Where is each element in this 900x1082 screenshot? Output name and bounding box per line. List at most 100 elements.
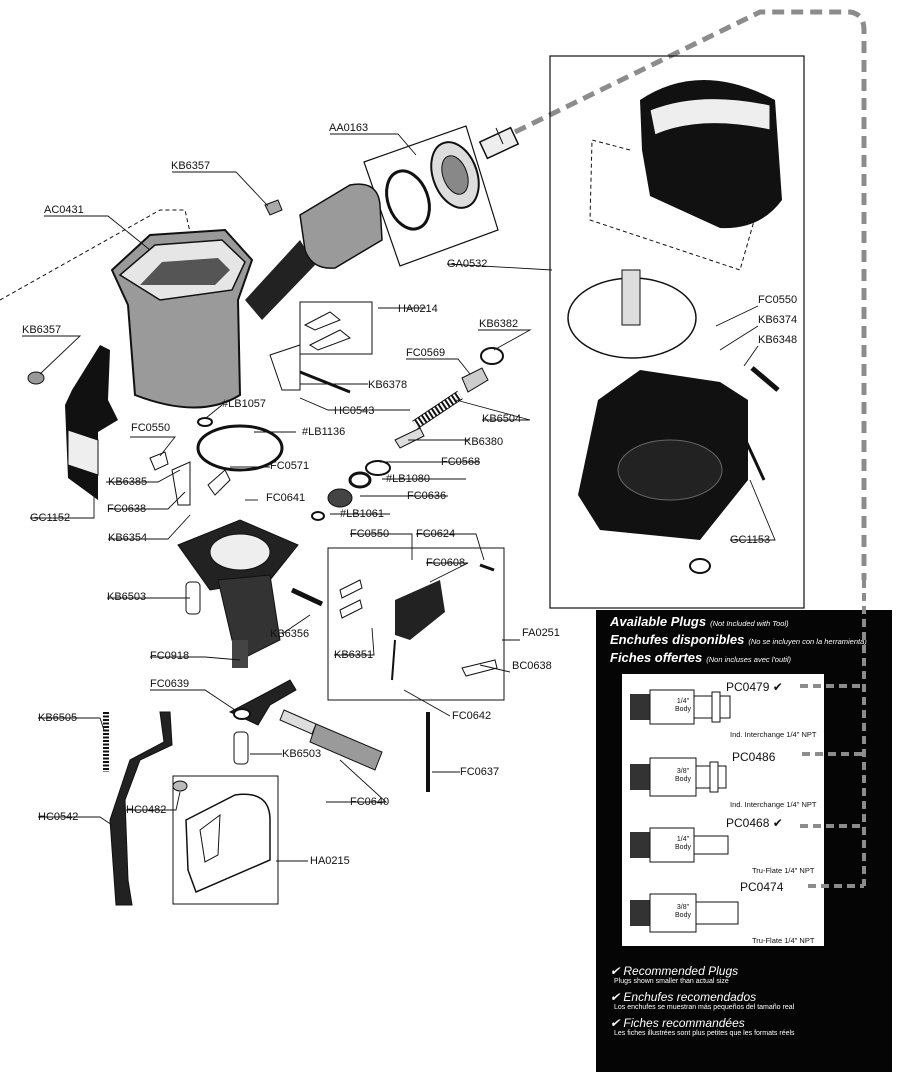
canister-cover-rim <box>649 98 771 136</box>
plug-body-size: 1/4" Body <box>675 836 691 851</box>
available-plugs-panel: Available Plugs(Not Included with Tool) … <box>596 610 892 1072</box>
plug-icon <box>630 827 729 863</box>
cap-assembly-box <box>363 125 499 267</box>
label-LB1057: #LB1057 <box>222 398 267 410</box>
valve-cap-part <box>461 367 489 393</box>
nut-part-c <box>172 780 188 792</box>
feed-piston-part <box>279 709 383 771</box>
canister-post-part <box>621 269 641 326</box>
label-HC0543: HC0543 <box>334 405 375 417</box>
magazine-small-parts <box>339 563 498 681</box>
recommended-plugs-en: ✔ Recommended Plugs <box>610 964 739 978</box>
seal-part-b <box>348 471 372 489</box>
label-FC0636: FC0636 <box>407 490 447 502</box>
trigger-kit-box <box>299 301 373 355</box>
label-FC0640: FC0640 <box>350 796 390 808</box>
screw-part-b <box>290 587 324 607</box>
label-FC0638: FC0638 <box>107 503 147 515</box>
o-ring-part <box>385 169 431 231</box>
plugs-title-fr: Fiches offertes(Non incluses avec l'outi… <box>610 650 792 665</box>
label-KB6356: KB6356 <box>270 628 310 640</box>
label-AA0163: AA0163 <box>329 122 369 134</box>
label-LB1061: #LB1061 <box>340 508 385 520</box>
label-FC0918: FC0918 <box>150 650 190 662</box>
dashed-reference-line <box>0 209 191 301</box>
label-FC0637: FC0637 <box>460 766 500 778</box>
pin-part <box>149 451 169 471</box>
label-KB6505: KB6505 <box>38 712 78 724</box>
small-oring-part <box>197 417 213 427</box>
nose-plate-part <box>177 519 299 668</box>
plug-icon <box>630 757 727 797</box>
label-GC1152: GC1152 <box>30 512 71 524</box>
seal-part-c <box>311 511 325 521</box>
plug-body-size: 3/8" Body <box>675 904 691 919</box>
recommended-plugs-es: ✔ Enchufes recomendados <box>610 990 757 1004</box>
label-KB6357-a: KB6357 <box>171 160 211 172</box>
label-LB1080: #LB1080 <box>386 473 431 485</box>
plug-icon <box>630 689 731 725</box>
plug-name: PC0468 ✔ <box>726 816 783 830</box>
plug-item: 1/4" Body PC0468 ✔ Tru-Flate 1/4" NPT <box>622 810 824 878</box>
label-FC0550-b: FC0550 <box>350 528 390 540</box>
plug-item: 1/4" Body PC0479 ✔ Ind. Interchange 1/4"… <box>622 674 824 742</box>
label-FC0624: FC0624 <box>416 528 456 540</box>
label-KB6374: KB6374 <box>758 314 798 326</box>
plug-name: PC0486 <box>732 750 776 764</box>
cap-inner <box>441 155 469 195</box>
label-KB6351: KB6351 <box>334 649 374 661</box>
label-KB6503-a: KB6503 <box>107 591 147 603</box>
label-GC1153: GC1153 <box>730 534 771 546</box>
dashed-connection-line <box>513 9 867 580</box>
valve-stem-part <box>394 427 425 449</box>
recommended-plugs-fr: ✔ Fiches recommandées <box>610 1016 745 1030</box>
label-KB6348: KB6348 <box>758 334 798 346</box>
canister-pin-part <box>738 427 766 481</box>
plug-name: PC0479 ✔ <box>726 680 783 694</box>
plug-item: 3/8" Body PC0486 Ind. Interchange 1/4" N… <box>622 742 824 810</box>
label-KB6380: KB6380 <box>464 436 504 448</box>
label-BC0638: BC0638 <box>512 660 552 672</box>
door-latch-part <box>199 813 221 863</box>
canister-kit-box <box>549 55 805 609</box>
label-LB1136: #LB1136 <box>302 426 346 438</box>
recommended-plugs-es-note: Los enchufes se muestran más pequeños de… <box>614 1004 795 1011</box>
label-KB6357-b: KB6357 <box>22 324 62 336</box>
seal-part-a <box>480 347 504 365</box>
canister-dashed-guide <box>589 139 761 271</box>
side-bracket-part <box>65 345 118 500</box>
label-FC0550-c: FC0550 <box>758 294 798 306</box>
label-HC0542: HC0542 <box>38 811 79 823</box>
door-kit-box <box>172 775 279 905</box>
label-KB6354: KB6354 <box>108 532 148 544</box>
valve-spring-part <box>412 390 463 430</box>
leader-lines <box>22 133 776 862</box>
plug-body-size: 1/4" Body <box>675 698 691 713</box>
air-fitting-part <box>478 126 520 160</box>
handle-part <box>245 183 383 320</box>
plug-desc: Ind. Interchange 1/4" NPT <box>730 730 817 739</box>
door-part <box>185 793 271 894</box>
label-HA0214: HA0214 <box>398 303 438 315</box>
washer-part-b <box>233 708 251 720</box>
canister-screw-part <box>750 366 780 392</box>
trigger-lever-part <box>171 461 191 506</box>
canister-base-floor <box>617 439 723 501</box>
label-FC0608: FC0608 <box>426 557 466 569</box>
plug-item: 3/8" Body PC0474 Tru-Flate 1/4" NPT <box>622 878 824 946</box>
canister-bottom-washer <box>689 558 711 574</box>
screw-part-c <box>233 731 249 765</box>
plug-desc: Tru-Flate 1/4" NPT <box>752 866 815 875</box>
label-FC0568: FC0568 <box>441 456 481 468</box>
plugs-title-en: Available Plugs(Not Included with Tool) <box>610 614 789 629</box>
magazine-kit-box <box>327 547 505 701</box>
washer-part <box>365 460 391 476</box>
plug-body-size: 3/8" Body <box>675 768 691 783</box>
piston-part <box>327 488 353 508</box>
label-FA0251: FA0251 <box>522 627 560 639</box>
valve-small-parts <box>269 311 351 394</box>
latch-arm-part <box>109 711 173 906</box>
label-FC0550-a: FC0550 <box>131 422 171 434</box>
label-FC0571: FC0571 <box>270 460 310 472</box>
